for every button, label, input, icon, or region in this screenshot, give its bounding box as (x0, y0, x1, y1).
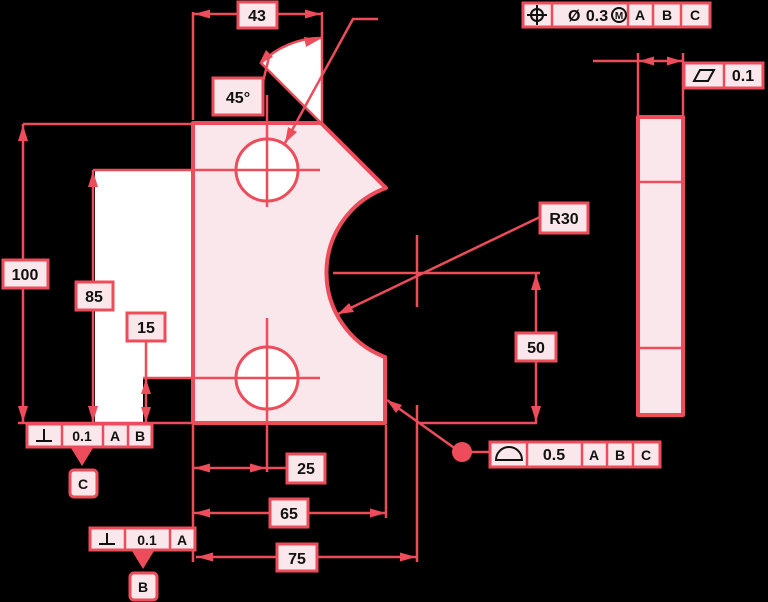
part-outline (191, 121, 388, 425)
datum-ref: B (615, 447, 625, 463)
dimension-labels: 43 45° 100 85 15 25 65 75 50 R30 (1, 0, 590, 573)
profile-of-surface-icon (494, 446, 524, 461)
material-modifier: M (615, 11, 623, 22)
datum-ref: C (641, 447, 651, 463)
dim-box-85 (74, 280, 115, 312)
chamfer-extension (260, 62, 322, 124)
position-tolerance: 0.3 (586, 8, 608, 25)
datum-label-b: B (138, 579, 148, 595)
dim-box-45deg (211, 76, 265, 117)
dim-45deg: 45° (226, 90, 250, 107)
profile-leader-ball (452, 442, 472, 462)
dim-100: 100 (12, 267, 39, 284)
position-icon (527, 5, 547, 25)
flatness-feature-control-frame: 0.1 (682, 61, 765, 90)
perpendicularity-icon (36, 429, 52, 442)
datum-triangle (132, 551, 154, 569)
diameter-symbol: Ø (568, 8, 580, 25)
datum-ref: B (662, 7, 672, 23)
dim-50: 50 (527, 340, 545, 357)
arrow (18, 125, 28, 141)
frame-outline (488, 440, 662, 469)
dim-box-15 (125, 311, 167, 343)
material-modifier-icon (611, 7, 627, 23)
arrow (141, 379, 151, 394)
arrow (197, 552, 213, 562)
datum-label-c: C (78, 476, 88, 492)
frame-outline (521, 1, 712, 29)
angle-arc-arrow (259, 50, 273, 64)
arrow (18, 406, 28, 422)
profile-feature-control-frame: 0.5 A B C (488, 440, 662, 469)
profile-leader-arrow (387, 400, 402, 413)
dim-r30: R30 (549, 211, 578, 228)
highlight-region (95, 169, 193, 422)
dim-box-100 (1, 258, 50, 290)
extension-lines (18, 12, 685, 562)
perpendicularity-tolerance: 0.1 (137, 532, 157, 548)
arrow (194, 463, 210, 473)
dim-65: 65 (280, 506, 298, 523)
arrow (141, 407, 151, 422)
arrow (639, 56, 654, 66)
r30-leader (337, 215, 541, 316)
dim-box-50 (514, 331, 558, 363)
arrow (370, 508, 386, 518)
arrow (531, 406, 541, 422)
side-view-outline (636, 115, 685, 417)
arrow (88, 171, 98, 187)
dim-box-43 (236, 0, 279, 30)
profile-tolerance: 0.5 (543, 447, 565, 464)
arrow (531, 274, 541, 290)
position-feature-control-frame: Ø 0.3 M A B C (521, 1, 712, 29)
position-leader-arrow (285, 127, 297, 143)
angle-sector (261, 38, 321, 123)
dim-25: 25 (297, 461, 315, 478)
dim-box-75 (275, 542, 319, 573)
perpendicularity-icon (99, 533, 115, 545)
flatness-icon (692, 69, 716, 82)
frame-outline (25, 422, 154, 449)
side-view (636, 115, 685, 417)
position-frame-leader (283, 17, 378, 144)
datum-ref: A (589, 447, 599, 463)
perpendicularity-tolerance: 0.1 (72, 428, 92, 444)
arrow (400, 552, 416, 562)
arrow (305, 9, 321, 19)
flatness-tolerance: 0.1 (732, 68, 754, 85)
perpendicularity-left-feature-control-frame: 0.1 A B C (25, 422, 154, 499)
datum-ref: B (135, 428, 145, 444)
dim-box-25 (285, 452, 327, 485)
perpendicularity-bottom-feature-control-frame: 0.1 A B (88, 526, 197, 602)
angle-arc-arrow (304, 37, 320, 47)
dim-85: 85 (85, 289, 103, 306)
datum-box-c (68, 468, 99, 499)
datum-box-b (128, 571, 159, 602)
dim-15: 15 (137, 320, 155, 337)
datum-ref: C (690, 7, 700, 23)
leader-lines (283, 17, 541, 462)
dim-box-65 (268, 497, 310, 529)
datum-ref: A (110, 428, 120, 444)
dim-43: 43 (248, 8, 266, 25)
r30-arrow (338, 303, 354, 314)
datum-ref: A (635, 7, 645, 23)
arrow (194, 9, 210, 19)
arrow (250, 463, 266, 473)
dim-75: 75 (288, 551, 306, 568)
datum-ref: A (177, 532, 187, 548)
dim-box-r30 (538, 201, 590, 235)
arrow (667, 56, 682, 66)
arrow (194, 508, 210, 518)
datum-triangle (71, 448, 93, 466)
arrow (88, 406, 98, 422)
